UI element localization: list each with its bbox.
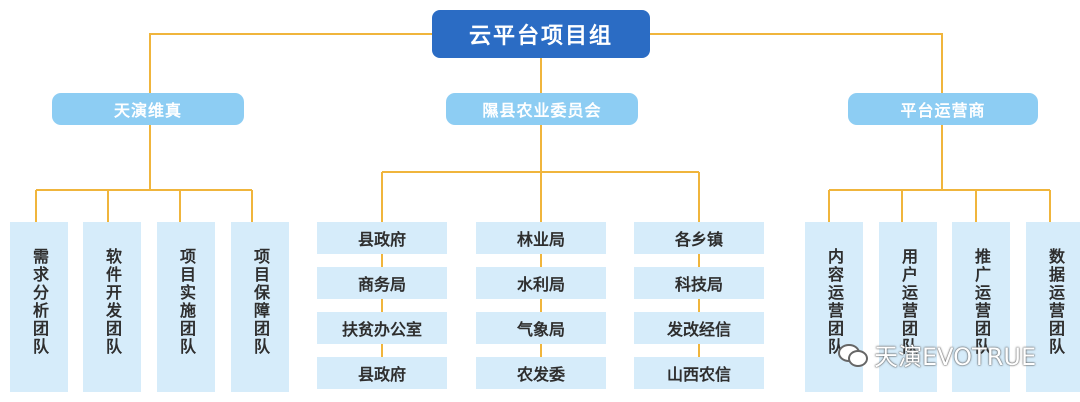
department-node: 商务局 <box>317 267 447 299</box>
team-node-label: 用户运营团队 <box>899 248 918 356</box>
department-node: 县政府 <box>317 222 447 254</box>
team-node: 数据运营团队 <box>1026 222 1080 392</box>
watermark: 天演EVOTRUE <box>838 336 1036 372</box>
department-node: 山西农信 <box>634 357 764 389</box>
wechat-icon <box>838 342 868 367</box>
root-node: 云平台项目组 <box>432 10 650 58</box>
group-node-platform-operator: 平台运营商 <box>848 93 1038 125</box>
team-node-label: 需求分析团队 <box>30 248 49 356</box>
department-node: 发改经信 <box>634 312 764 344</box>
team-node: 项目实施团队 <box>157 222 215 392</box>
team-node-label: 推广运营团队 <box>972 248 991 356</box>
team-node: 需求分析团队 <box>10 222 68 392</box>
team-node: 软件开发团队 <box>83 222 141 392</box>
team-node-label: 软件开发团队 <box>103 248 122 356</box>
department-node: 科技局 <box>634 267 764 299</box>
group-node-agriculture-committee: 隰县农业委员会 <box>446 93 638 125</box>
department-node: 水利局 <box>476 267 606 299</box>
department-node: 扶贫办公室 <box>317 312 447 344</box>
team-node-label: 数据运营团队 <box>1046 248 1065 356</box>
team-node: 推广运营团队 <box>952 222 1010 392</box>
group-node-tianyan: 天演维真 <box>52 93 244 125</box>
team-node: 项目保障团队 <box>231 222 289 392</box>
watermark-text: 天演EVOTRUE <box>874 342 1037 371</box>
department-node: 林业局 <box>476 222 606 254</box>
team-node-label: 项目保障团队 <box>251 248 270 356</box>
team-node-label: 项目实施团队 <box>177 248 196 356</box>
department-node: 县政府 <box>317 357 447 389</box>
department-node: 气象局 <box>476 312 606 344</box>
team-node: 用户运营团队 <box>879 222 937 392</box>
team-node-label: 内容运营团队 <box>825 248 844 356</box>
department-node: 农发委 <box>476 357 606 389</box>
department-node: 各乡镇 <box>634 222 764 254</box>
